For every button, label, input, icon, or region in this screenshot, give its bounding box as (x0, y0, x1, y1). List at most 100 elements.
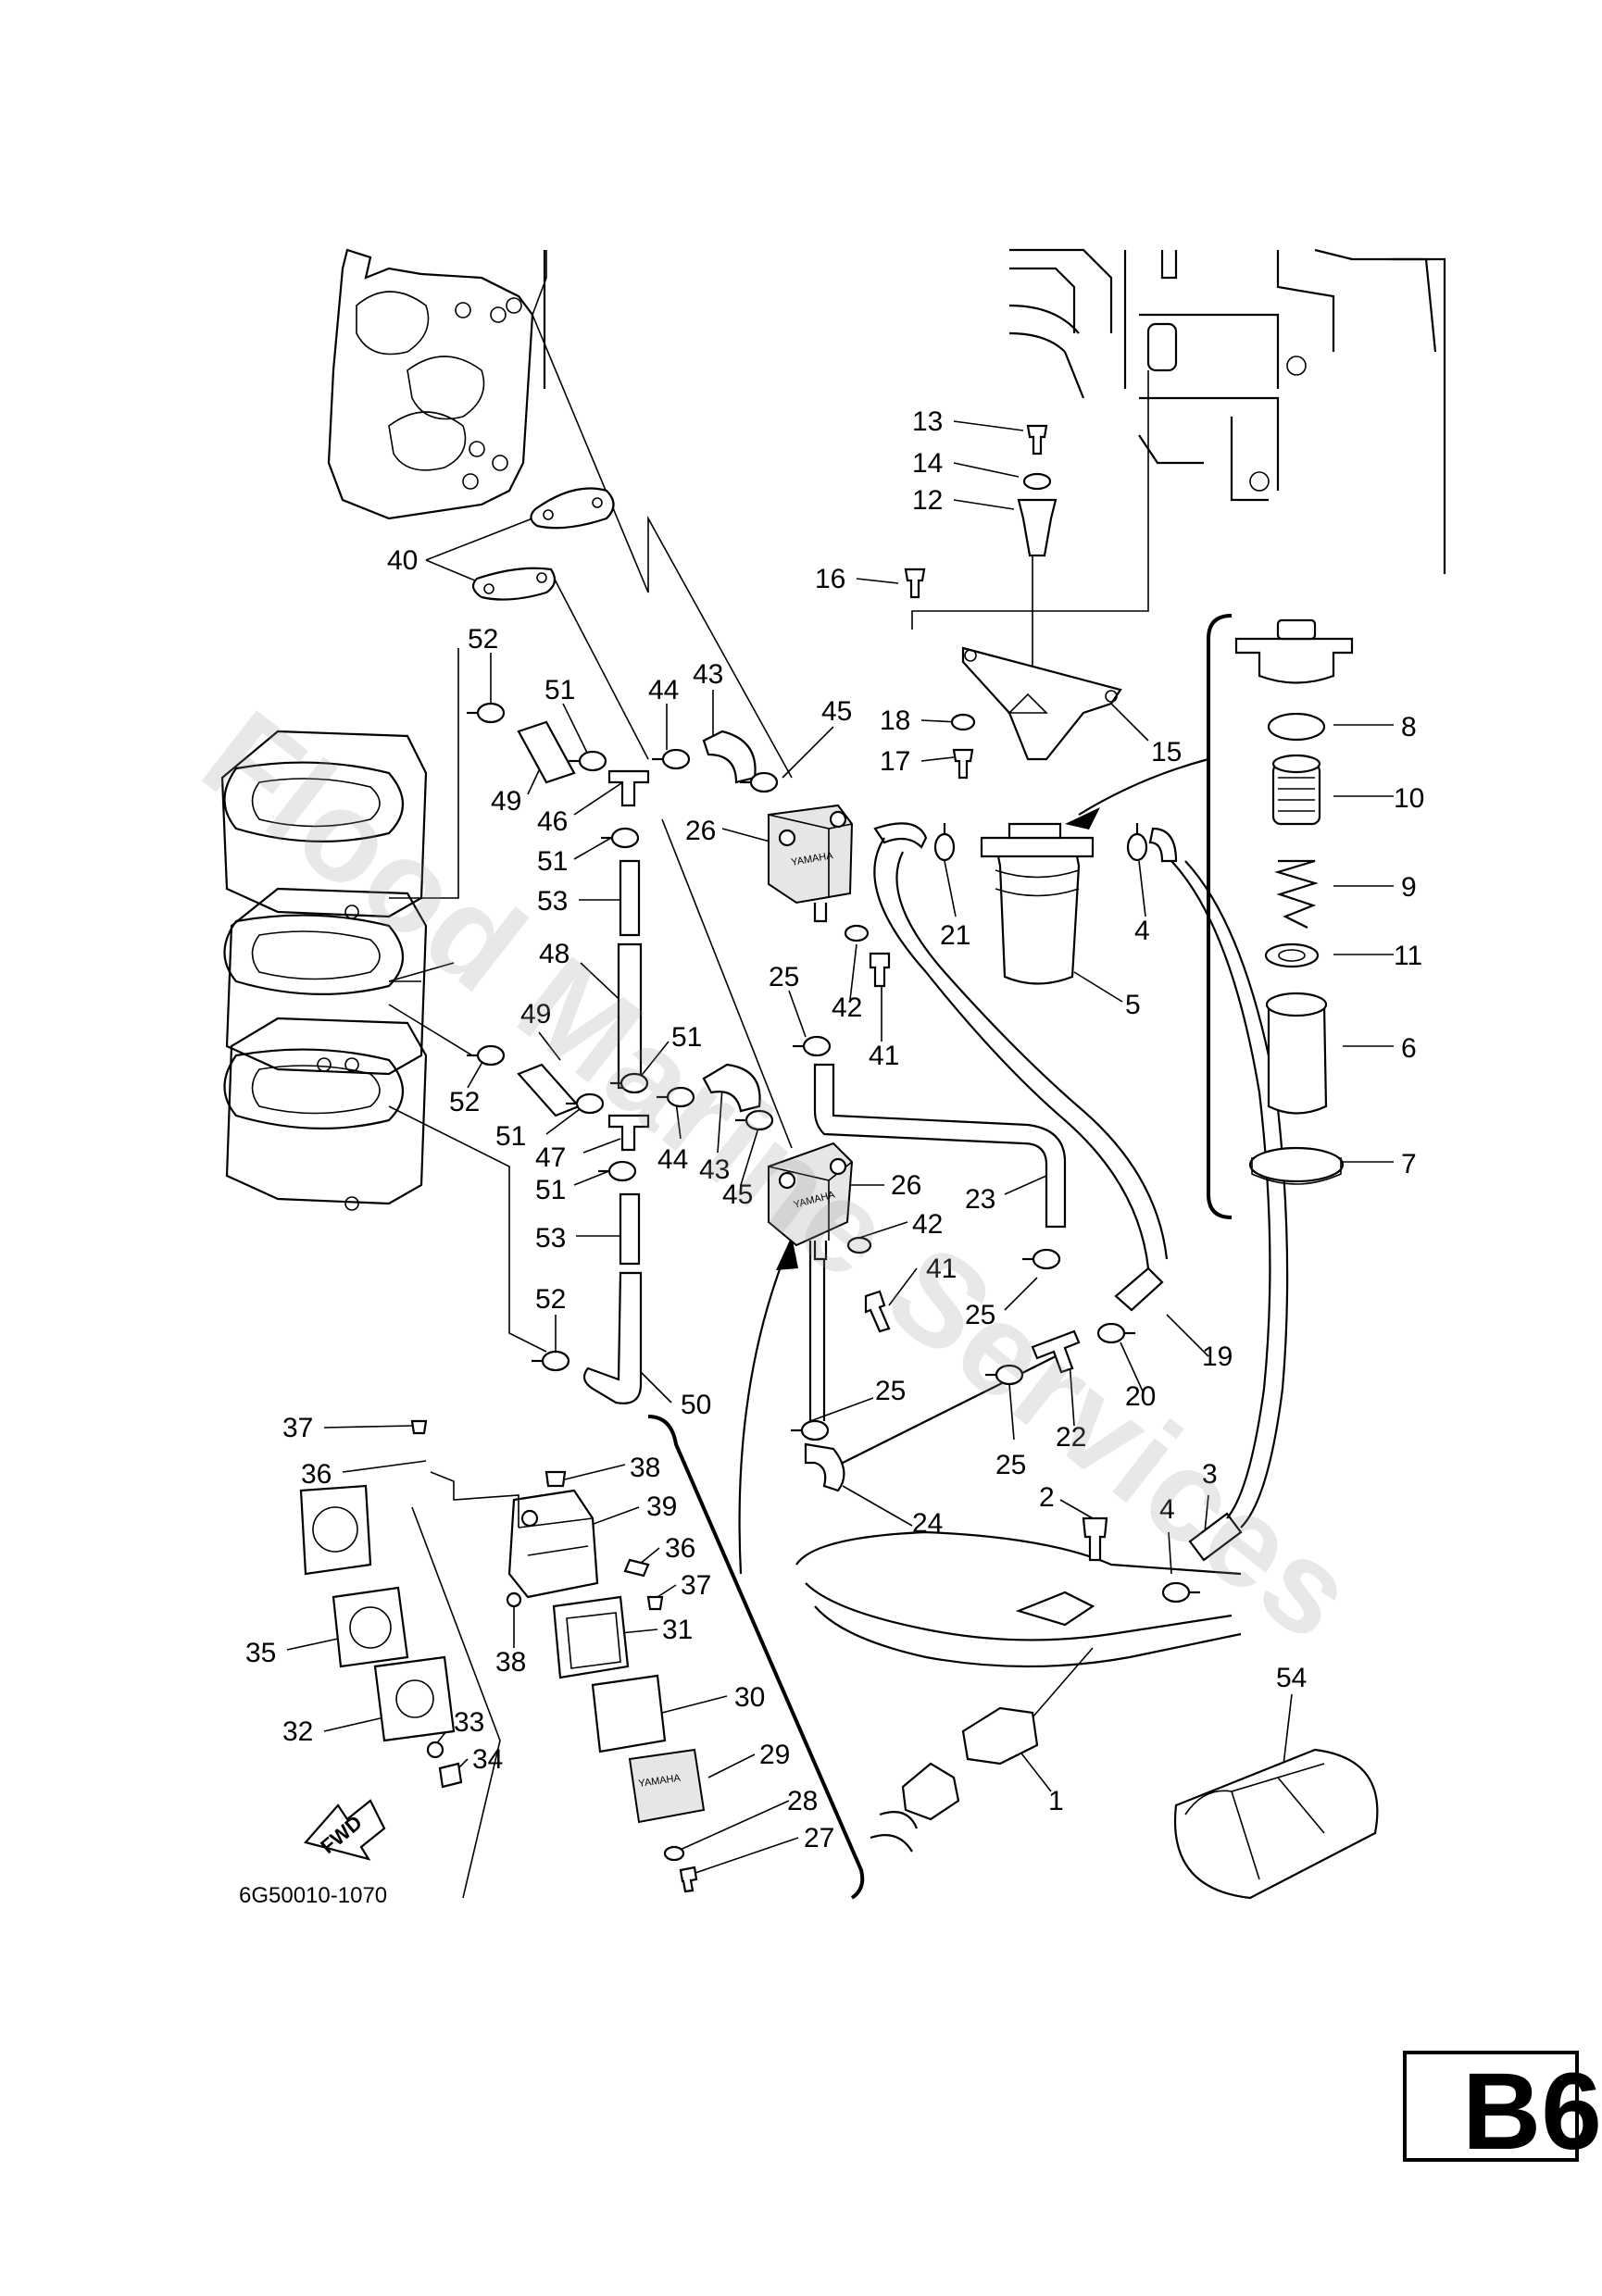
hose-53-lower (619, 1192, 641, 1266)
joint-47 (607, 1114, 650, 1152)
fuel-system-exploded-diagram: YAMAHA YAMAHA (220, 248, 1446, 1900)
callout-1: 1 (1048, 1786, 1064, 1816)
fuel-filter-assembly (904, 424, 1122, 985)
cup-6 (1267, 1003, 1328, 1115)
callout-37: 37 (282, 1413, 313, 1443)
hose-24 (804, 1442, 845, 1492)
hose-19 (1114, 1267, 1164, 1312)
callout-32: 32 (282, 1716, 313, 1747)
ring-11 (1264, 942, 1320, 968)
spring-9 (1274, 859, 1319, 929)
callout-16: 16 (815, 564, 845, 594)
cylinder-block-outline (327, 248, 547, 520)
pump-body-39 (507, 1489, 599, 1599)
pump-breakdown-bracket (647, 1415, 865, 1900)
filter-breakdown (1234, 618, 1354, 1185)
callout-9: 9 (1401, 872, 1417, 903)
callout-18: 18 (880, 705, 910, 736)
callout-45: 45 (821, 696, 852, 727)
bolts-41-42 (844, 924, 891, 1333)
callout-47: 47 (535, 1142, 566, 1173)
o-ring-8 (1267, 712, 1326, 742)
hose-3 (1188, 1512, 1243, 1562)
hose-loop (873, 837, 1150, 1269)
callout-4: 4 (1134, 916, 1150, 946)
callout-37: 37 (681, 1570, 711, 1601)
gasket-upper (299, 1484, 372, 1576)
callout-7: 7 (1401, 1149, 1417, 1179)
hose-43-upper (702, 730, 757, 784)
callout-48: 48 (539, 939, 569, 969)
callout-29: 29 (759, 1740, 790, 1770)
fuel-pump-lower: YAMAHA (768, 1142, 854, 1261)
callout-52: 52 (449, 1087, 480, 1117)
hose-53-upper (619, 859, 641, 937)
hose-49-upper (517, 720, 576, 784)
callout-51: 51 (537, 846, 568, 877)
joint-22 (1031, 1329, 1081, 1374)
hose-49-lower (517, 1063, 581, 1117)
breakdown-arrow (738, 757, 1209, 1575)
joint-46 (607, 769, 650, 807)
callout-labels: 40 52 51 44 43 45 49 46 26 51 53 48 25 4… (245, 406, 1424, 1853)
callout-33: 33 (454, 1707, 484, 1738)
fuel-hoses (517, 720, 1289, 1562)
cover-54 (1173, 1748, 1379, 1900)
callout-27: 27 (804, 1823, 834, 1853)
callout-23: 23 (965, 1184, 995, 1215)
gaskets-40 (471, 487, 615, 601)
callout-51: 51 (495, 1121, 526, 1152)
callout-40: 40 (387, 545, 418, 576)
pump-breakdown: YAMAHA (299, 1419, 706, 1899)
callout-41: 41 (869, 1041, 899, 1071)
callout-31: 31 (662, 1615, 693, 1645)
filter-head (1234, 637, 1354, 684)
callout-3: 3 (1202, 1459, 1218, 1490)
callout-22: 22 (1056, 1422, 1086, 1453)
callout-53: 53 (535, 1223, 566, 1254)
callout-52: 52 (468, 624, 498, 655)
diagram-code: 6G50010-1070 (239, 1883, 388, 1908)
callout-46: 46 (537, 806, 568, 837)
callout-11: 11 (1394, 941, 1422, 971)
callout-21: 21 (940, 920, 970, 951)
callout-49: 49 (520, 999, 551, 1029)
hose-23 (813, 1063, 1067, 1229)
callout-53: 53 (537, 886, 568, 917)
callout-34: 34 (472, 1744, 503, 1775)
callout-12: 12 (912, 485, 943, 516)
gasket-35 (332, 1586, 409, 1668)
hose-clips (467, 702, 1200, 1603)
callout-17: 17 (880, 746, 910, 777)
callout-24: 24 (912, 1508, 943, 1539)
callout-4: 4 (1159, 1494, 1175, 1525)
callout-6: 6 (1401, 1033, 1417, 1064)
joint-1 (961, 1706, 1039, 1766)
pump-cover-29 (628, 1748, 706, 1824)
callout-36: 36 (301, 1459, 332, 1490)
callout-38: 38 (630, 1453, 660, 1483)
callout-5: 5 (1125, 990, 1141, 1020)
callout-14: 14 (912, 448, 943, 479)
union-bolt-2 (1082, 1516, 1108, 1562)
hose-43-lower (702, 1063, 761, 1113)
callout-42: 42 (912, 1209, 943, 1240)
callout-52: 52 (535, 1284, 566, 1315)
callout-42: 42 (832, 992, 862, 1023)
callout-25: 25 (875, 1376, 906, 1406)
callout-35: 35 (245, 1638, 276, 1668)
callout-51: 51 (544, 675, 575, 705)
callout-51: 51 (535, 1175, 566, 1205)
hose-48 (617, 942, 643, 1090)
callout-39: 39 (646, 1491, 677, 1522)
callout-50: 50 (681, 1390, 711, 1420)
bracket-12 (1017, 498, 1058, 557)
page-tag-box: B6 (1403, 2051, 1602, 2173)
carburetor-bank (220, 730, 428, 1211)
callout-54: 54 (1276, 1663, 1307, 1693)
callout-43: 43 (693, 659, 723, 690)
callout-26: 26 (891, 1170, 921, 1201)
callout-15: 15 (1151, 737, 1182, 767)
callout-41: 41 (926, 1254, 957, 1284)
hose-21 (873, 822, 928, 849)
